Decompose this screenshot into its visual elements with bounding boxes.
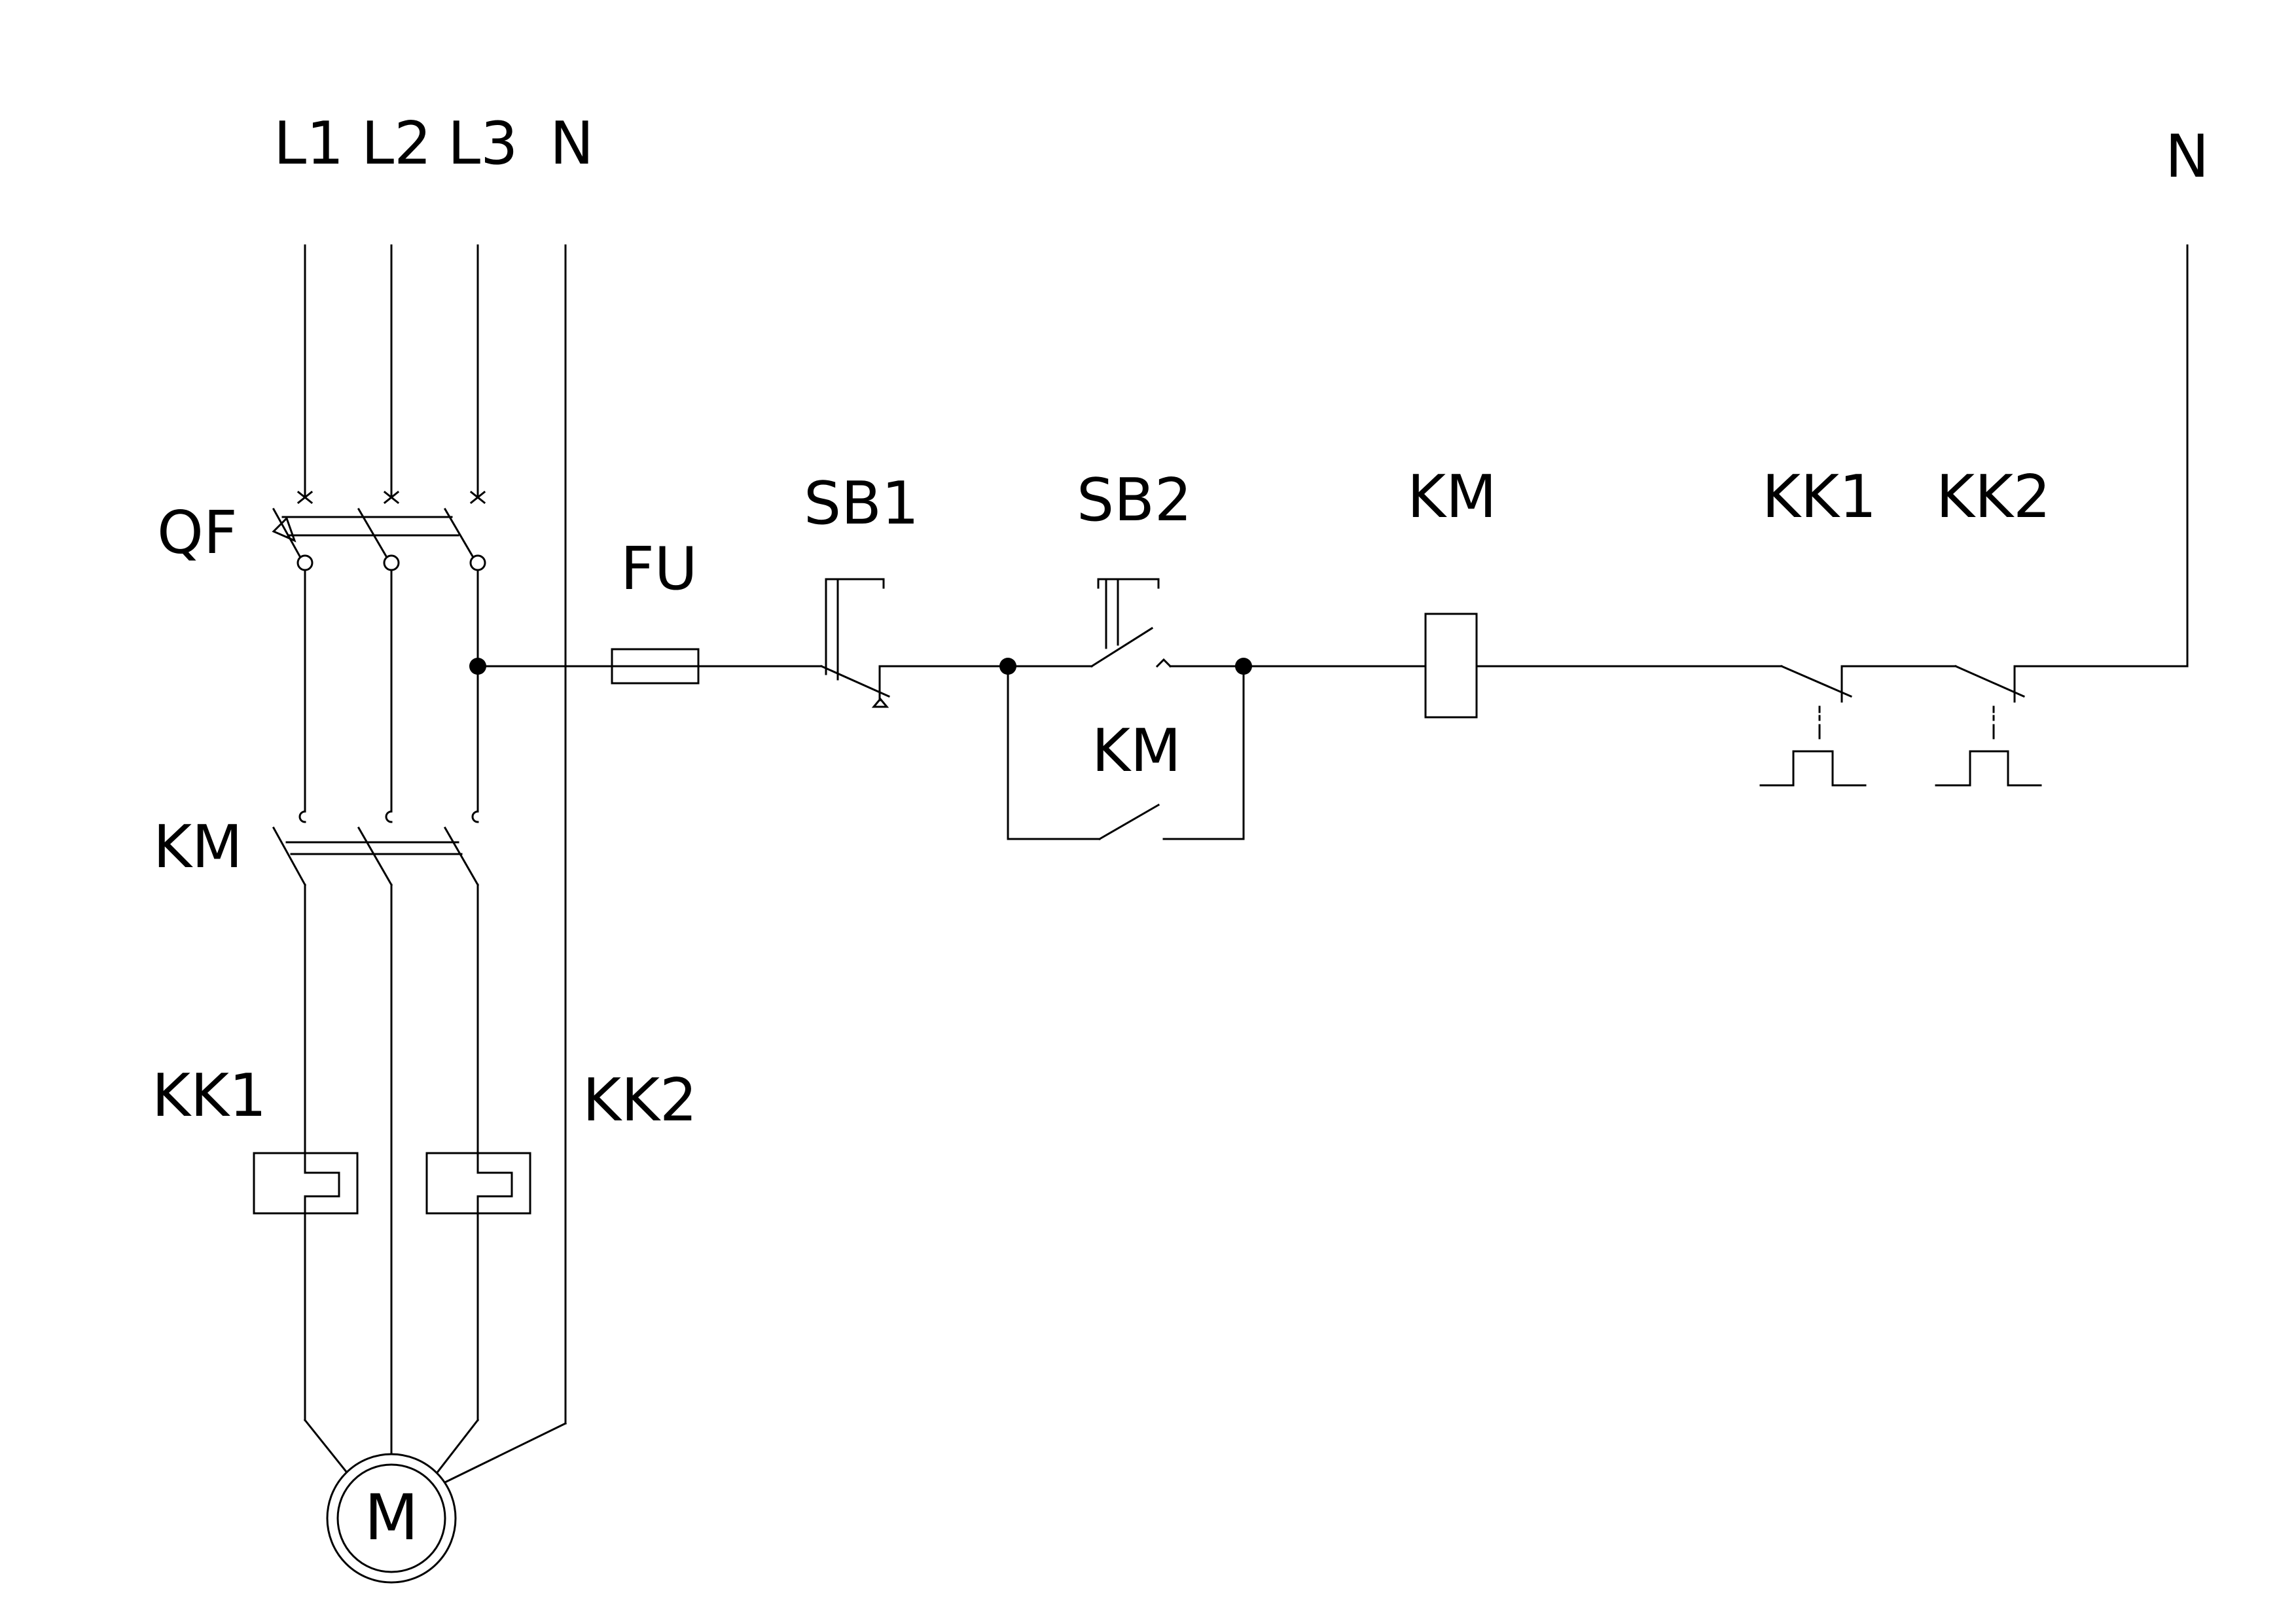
label-l2: L2 — [361, 109, 431, 178]
label-km-aux: KM — [1092, 717, 1181, 785]
label-sb1: SB1 — [804, 469, 919, 538]
km-auxiliary-contact — [1007, 665, 1245, 841]
kk2-nc-contact — [1935, 665, 2189, 787]
km-coil — [1424, 613, 1478, 719]
qf-circuit-breaker — [272, 490, 486, 813]
sb1-stop-button — [820, 578, 1009, 708]
label-l1: L1 — [274, 109, 344, 178]
control-circuit — [469, 244, 2189, 841]
label-n-left: N — [550, 109, 594, 178]
label-kk1-main: KK1 — [152, 1061, 266, 1130]
label-sb2: SB2 — [1077, 466, 1192, 535]
motor-label: M — [365, 1481, 419, 1554]
kk1-nc-contact — [1759, 665, 1957, 787]
label-l3: L3 — [448, 109, 518, 178]
label-km-main: KM — [153, 813, 243, 882]
label-qf: QF — [157, 499, 238, 567]
label-km-coil: KM — [1407, 463, 1497, 531]
motor: M — [303, 1418, 567, 1584]
supply-conductors — [304, 244, 567, 1425]
label-kk2-main: KK2 — [583, 1066, 697, 1135]
km-main-contacts — [272, 810, 480, 1448]
kk1-thermal-element — [253, 1152, 359, 1421]
label-fu: FU — [620, 535, 698, 603]
label-n-right: N — [2165, 122, 2209, 191]
label-kk1-ctrl: KK1 — [1762, 463, 1876, 531]
sb2-start-button — [1007, 578, 1245, 668]
kk2-thermal-element — [425, 1152, 531, 1421]
label-kk2-ctrl: KK2 — [1936, 463, 2051, 531]
